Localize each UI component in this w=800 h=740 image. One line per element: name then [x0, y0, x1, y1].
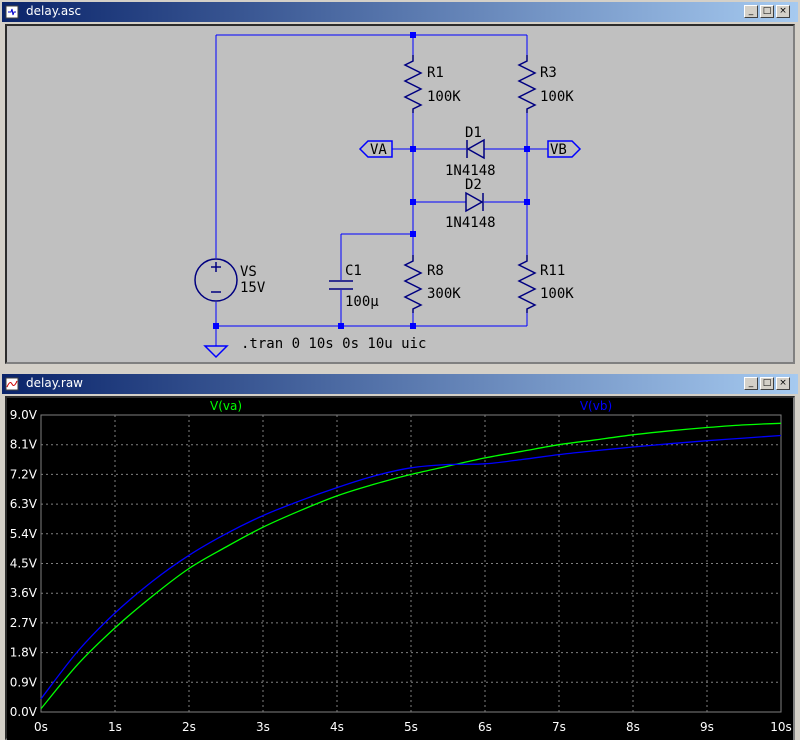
- va-label: VA: [370, 142, 387, 158]
- c1-value: 100µ: [345, 294, 379, 310]
- y-tick-label: 2.7V: [10, 616, 38, 630]
- x-tick-label: 0s: [34, 720, 48, 734]
- d1-value: 1N4148: [445, 163, 496, 179]
- y-tick-label: 7.2V: [10, 467, 38, 481]
- x-tick-label: 3s: [256, 720, 270, 734]
- d2-value: 1N4148: [445, 215, 496, 231]
- minimize-button[interactable]: _: [744, 377, 758, 390]
- net-label-vb[interactable]: VB: [547, 140, 582, 158]
- y-tick-label: 5.4V: [10, 527, 38, 541]
- r3-name: R3: [540, 65, 557, 81]
- wires: [215, 34, 548, 346]
- resistor-r1[interactable]: R1 100K: [403, 55, 461, 113]
- minimize-button[interactable]: _: [744, 5, 758, 18]
- close-button[interactable]: ×: [776, 5, 790, 18]
- waveform-window-title: delay.raw: [26, 376, 83, 390]
- vb-label: VB: [550, 142, 567, 158]
- r1-name: R1: [427, 65, 444, 81]
- y-tick-label: 1.8V: [10, 646, 38, 660]
- schematic-window: delay.asc _ □ ×: [0, 0, 800, 368]
- y-tick-label: 8.1V: [10, 438, 38, 452]
- y-tick-label: 9.0V: [10, 408, 38, 422]
- close-button[interactable]: ×: [776, 377, 790, 390]
- waveform-doc-icon: [5, 377, 19, 391]
- x-tick-label: 4s: [330, 720, 344, 734]
- legend-label: V(va): [210, 399, 242, 413]
- r8-value: 300K: [427, 286, 461, 302]
- waveform-titlebar[interactable]: delay.raw _ □ ×: [2, 374, 798, 394]
- r8-name: R8: [427, 263, 444, 279]
- r11-value: 100K: [540, 286, 574, 302]
- schematic-canvas-frame: R1 100K R3 100K R8 300K R11 100K: [5, 24, 795, 364]
- d2-name: D2: [465, 177, 482, 193]
- diode-d1[interactable]: D1 1N4148: [445, 125, 496, 179]
- schematic-doc-icon: [5, 5, 19, 19]
- x-tick-label: 1s: [108, 720, 122, 734]
- d1-name: D1: [465, 125, 482, 141]
- spice-directive[interactable]: .tran 0 10s 0s 10u uic: [241, 336, 426, 352]
- waveform-plot[interactable]: 0s 1s 2s 3s 4s 5s 6s 7s 8s 9s 10s 0.0V 0.9V 1.8V 2.7V 3…: [7, 398, 793, 740]
- series-line-vva: [40, 422, 782, 710]
- restore-button[interactable]: □: [760, 5, 774, 18]
- r3-value: 100K: [540, 89, 574, 105]
- legend-label: V(vb): [580, 399, 612, 413]
- waveform-canvas-frame: 0s 1s 2s 3s 4s 5s 6s 7s 8s 9s 10s 0.0V 0.9V 1.8V 2.7V 3…: [5, 396, 795, 740]
- restore-button[interactable]: □: [760, 377, 774, 390]
- plot-frame: [40, 414, 782, 713]
- net-label-va[interactable]: VA: [358, 140, 393, 158]
- series-line-vvb: [40, 434, 782, 700]
- x-tick-label: 9s: [700, 720, 714, 734]
- y-tick-label: 0.0V: [10, 705, 38, 719]
- x-tick-label: 5s: [404, 720, 418, 734]
- capacitor-c1[interactable]: C1 100µ: [329, 263, 379, 310]
- schematic-canvas[interactable]: R1 100K R3 100K R8 300K R11 100K: [7, 26, 793, 362]
- y-tick-label: 6.3V: [10, 497, 38, 511]
- resistor-r8[interactable]: R8 300K: [403, 255, 461, 313]
- resistor-r3[interactable]: R3 100K: [517, 55, 574, 113]
- y-tick-label: 3.6V: [10, 586, 38, 600]
- diode-d2[interactable]: D2 1N4148: [445, 177, 496, 231]
- x-tick-label: 7s: [552, 720, 566, 734]
- junction-dots: [213, 32, 530, 329]
- vs-name: VS: [240, 264, 257, 280]
- vs-value: 15V: [240, 280, 266, 296]
- y-tick-label: 4.5V: [10, 557, 38, 571]
- resistor-r11[interactable]: R11 100K: [517, 255, 574, 313]
- r11-name: R11: [540, 263, 565, 279]
- ground-symbol: [203, 345, 229, 359]
- schematic-titlebar[interactable]: delay.asc _ □ ×: [2, 2, 798, 22]
- voltage-source-vs[interactable]: VS 15V: [194, 258, 266, 302]
- schematic-window-title: delay.asc: [26, 4, 82, 18]
- x-tick-label: 8s: [626, 720, 640, 734]
- x-tick-label: 6s: [478, 720, 492, 734]
- x-tick-label: 10s: [770, 720, 792, 734]
- r1-value: 100K: [427, 89, 461, 105]
- x-tick-label: 2s: [182, 720, 196, 734]
- c1-name: C1: [345, 263, 362, 279]
- y-tick-label: 0.9V: [10, 675, 38, 689]
